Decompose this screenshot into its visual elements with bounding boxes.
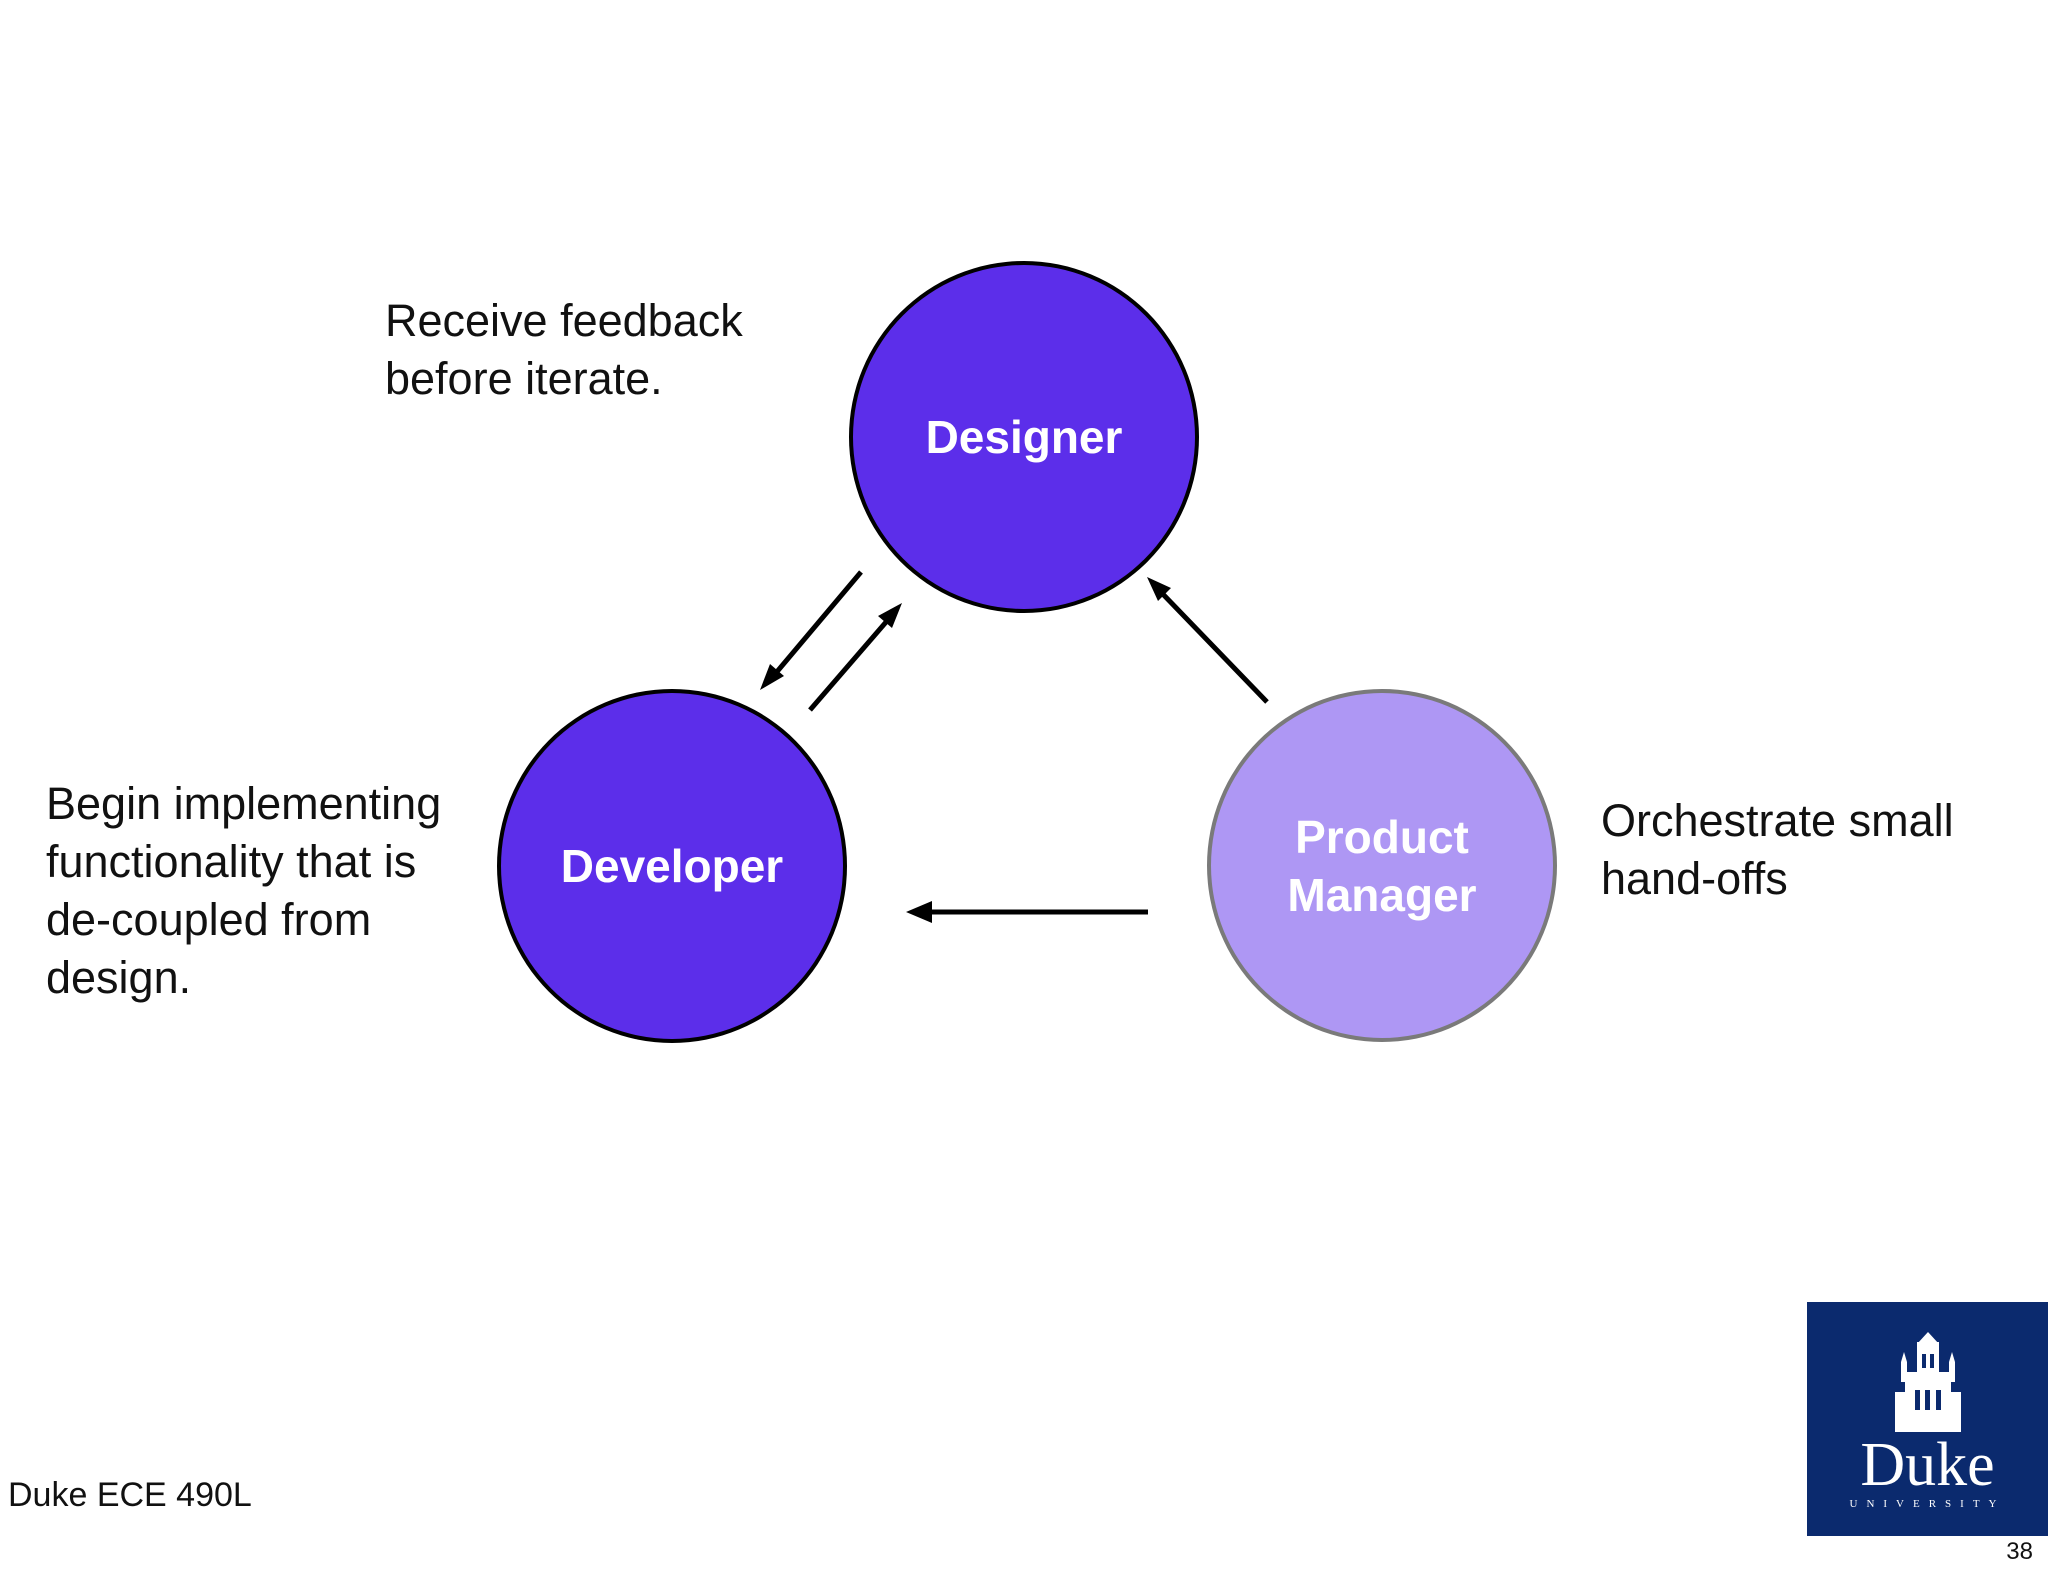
logo-subtitle: UNIVERSITY	[1849, 1498, 2006, 1510]
designer-node: Designer	[849, 261, 1199, 613]
duke-logo: Duke UNIVERSITY	[1807, 1302, 2048, 1536]
product-manager-note: Orchestrate small hand-offs	[1601, 795, 1954, 904]
arrow-pm-to-developer	[906, 901, 1148, 923]
chapel-icon	[1895, 1332, 1961, 1432]
product-manager-label: Product Manager	[1287, 810, 1477, 921]
logo-wordmark: Duke	[1860, 1431, 1995, 1499]
designer-note: Receive feedback before iterate.	[385, 295, 743, 404]
arrow-designer-to-developer	[760, 570, 863, 690]
developer-label: Developer	[560, 840, 784, 892]
developer-note: Begin implementing functionality that is…	[46, 778, 442, 1003]
product-manager-node: Product Manager	[1207, 689, 1557, 1042]
course-label: Duke ECE 490L	[8, 1476, 252, 1514]
page-number: 38	[2006, 1538, 2033, 1565]
arrow-pm-to-designer	[1147, 577, 1269, 704]
designer-label: Designer	[925, 411, 1123, 463]
developer-node: Developer	[497, 689, 847, 1043]
arrow-developer-to-designer	[808, 603, 902, 712]
